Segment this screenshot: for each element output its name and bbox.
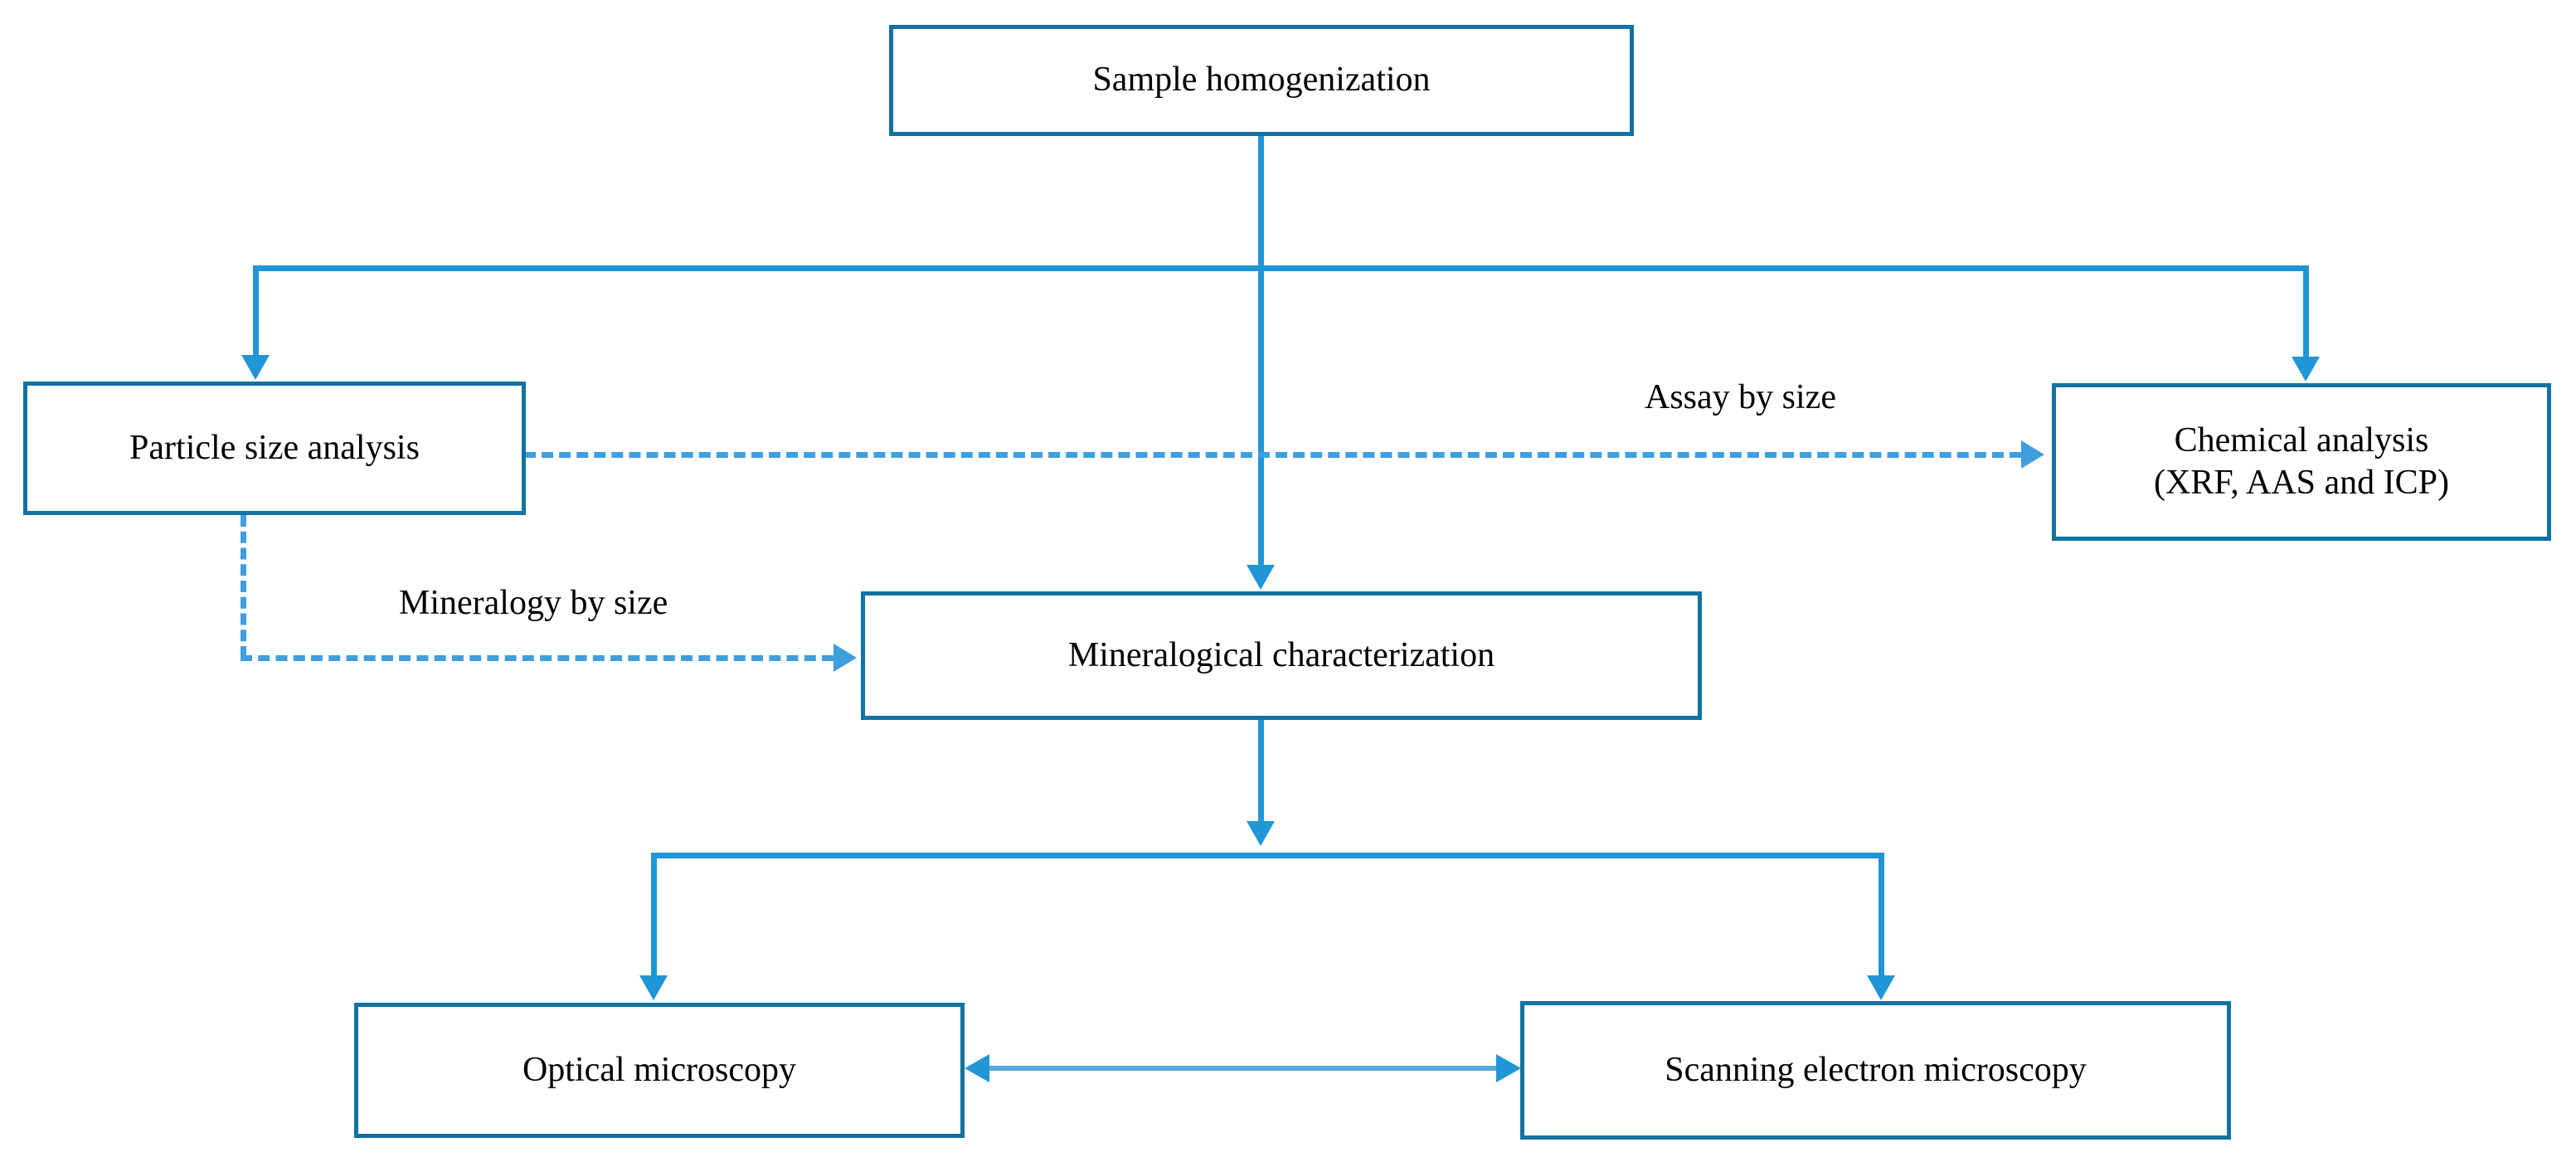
arrowhead-to-sem (1867, 975, 1895, 1000)
connector-mineral-stem (1258, 720, 1264, 823)
connector-bottom-branch-bar (651, 853, 1884, 858)
node-label-optical-microscopy: Optical microscopy (522, 1050, 797, 1089)
connector-sample-to-chemical (2303, 265, 2309, 358)
arrowhead-to-optical (639, 975, 668, 1000)
node-sample-homogenization[interactable]: Sample homogenization (889, 25, 1634, 136)
arrowhead-mineralogy-by-size (834, 644, 857, 672)
dashed-connector-mineralogy-by-size (241, 655, 834, 661)
node-chemical-analysis[interactable]: Chemical analysis (XRF, AAS and ICP) (2052, 383, 2551, 541)
node-label-mineralogical-characterization: Mineralogical characterization (1067, 635, 1495, 674)
node-label-chemical-analysis: Chemical analysis (XRF, AAS and ICP) (2153, 421, 2449, 502)
node-label-sample-homogenization: Sample homogenization (1092, 61, 1431, 100)
arrowhead-mineral-stem (1247, 821, 1275, 846)
connector-sample-to-particle (253, 265, 259, 357)
arrowhead-optical-sem-left (965, 1054, 989, 1082)
arrowhead-assay-by-size (2021, 440, 2044, 469)
node-label-scanning-electron-microscopy: Scanning electron microscopy (1665, 1050, 2087, 1089)
edge-label-mineralogy-by-size: Mineralogy by size (399, 584, 668, 622)
arrowhead-optical-sem-right (1496, 1054, 1521, 1082)
node-mineralogical-characterization[interactable]: Mineralogical characterization (861, 591, 1702, 720)
connector-sample-to-mineral (1258, 265, 1264, 566)
node-optical-microscopy[interactable]: Optical microscopy (354, 1003, 965, 1138)
node-label-particle-size-analysis: Particle size analysis (129, 428, 420, 467)
connector-mineral-to-optical (651, 853, 657, 977)
edge-label-assay-by-size: Assay by size (1645, 378, 1836, 416)
arrowhead-to-mineral (1247, 565, 1275, 590)
connector-mineral-to-sem (1879, 853, 1884, 977)
node-scanning-electron-microscopy[interactable]: Scanning electron microscopy (1520, 1001, 2231, 1140)
arrowhead-to-chemical (2292, 357, 2320, 382)
node-particle-size-analysis[interactable]: Particle size analysis (23, 382, 526, 515)
connector-optical-sem (987, 1066, 1501, 1071)
connector-sample-stem (1258, 136, 1264, 271)
dashed-connector-mineralogy-vertical (241, 515, 246, 658)
arrowhead-to-particle (241, 355, 270, 380)
connector-top-branch-bar (253, 265, 2309, 271)
dashed-connector-assay-by-size (524, 452, 2021, 458)
